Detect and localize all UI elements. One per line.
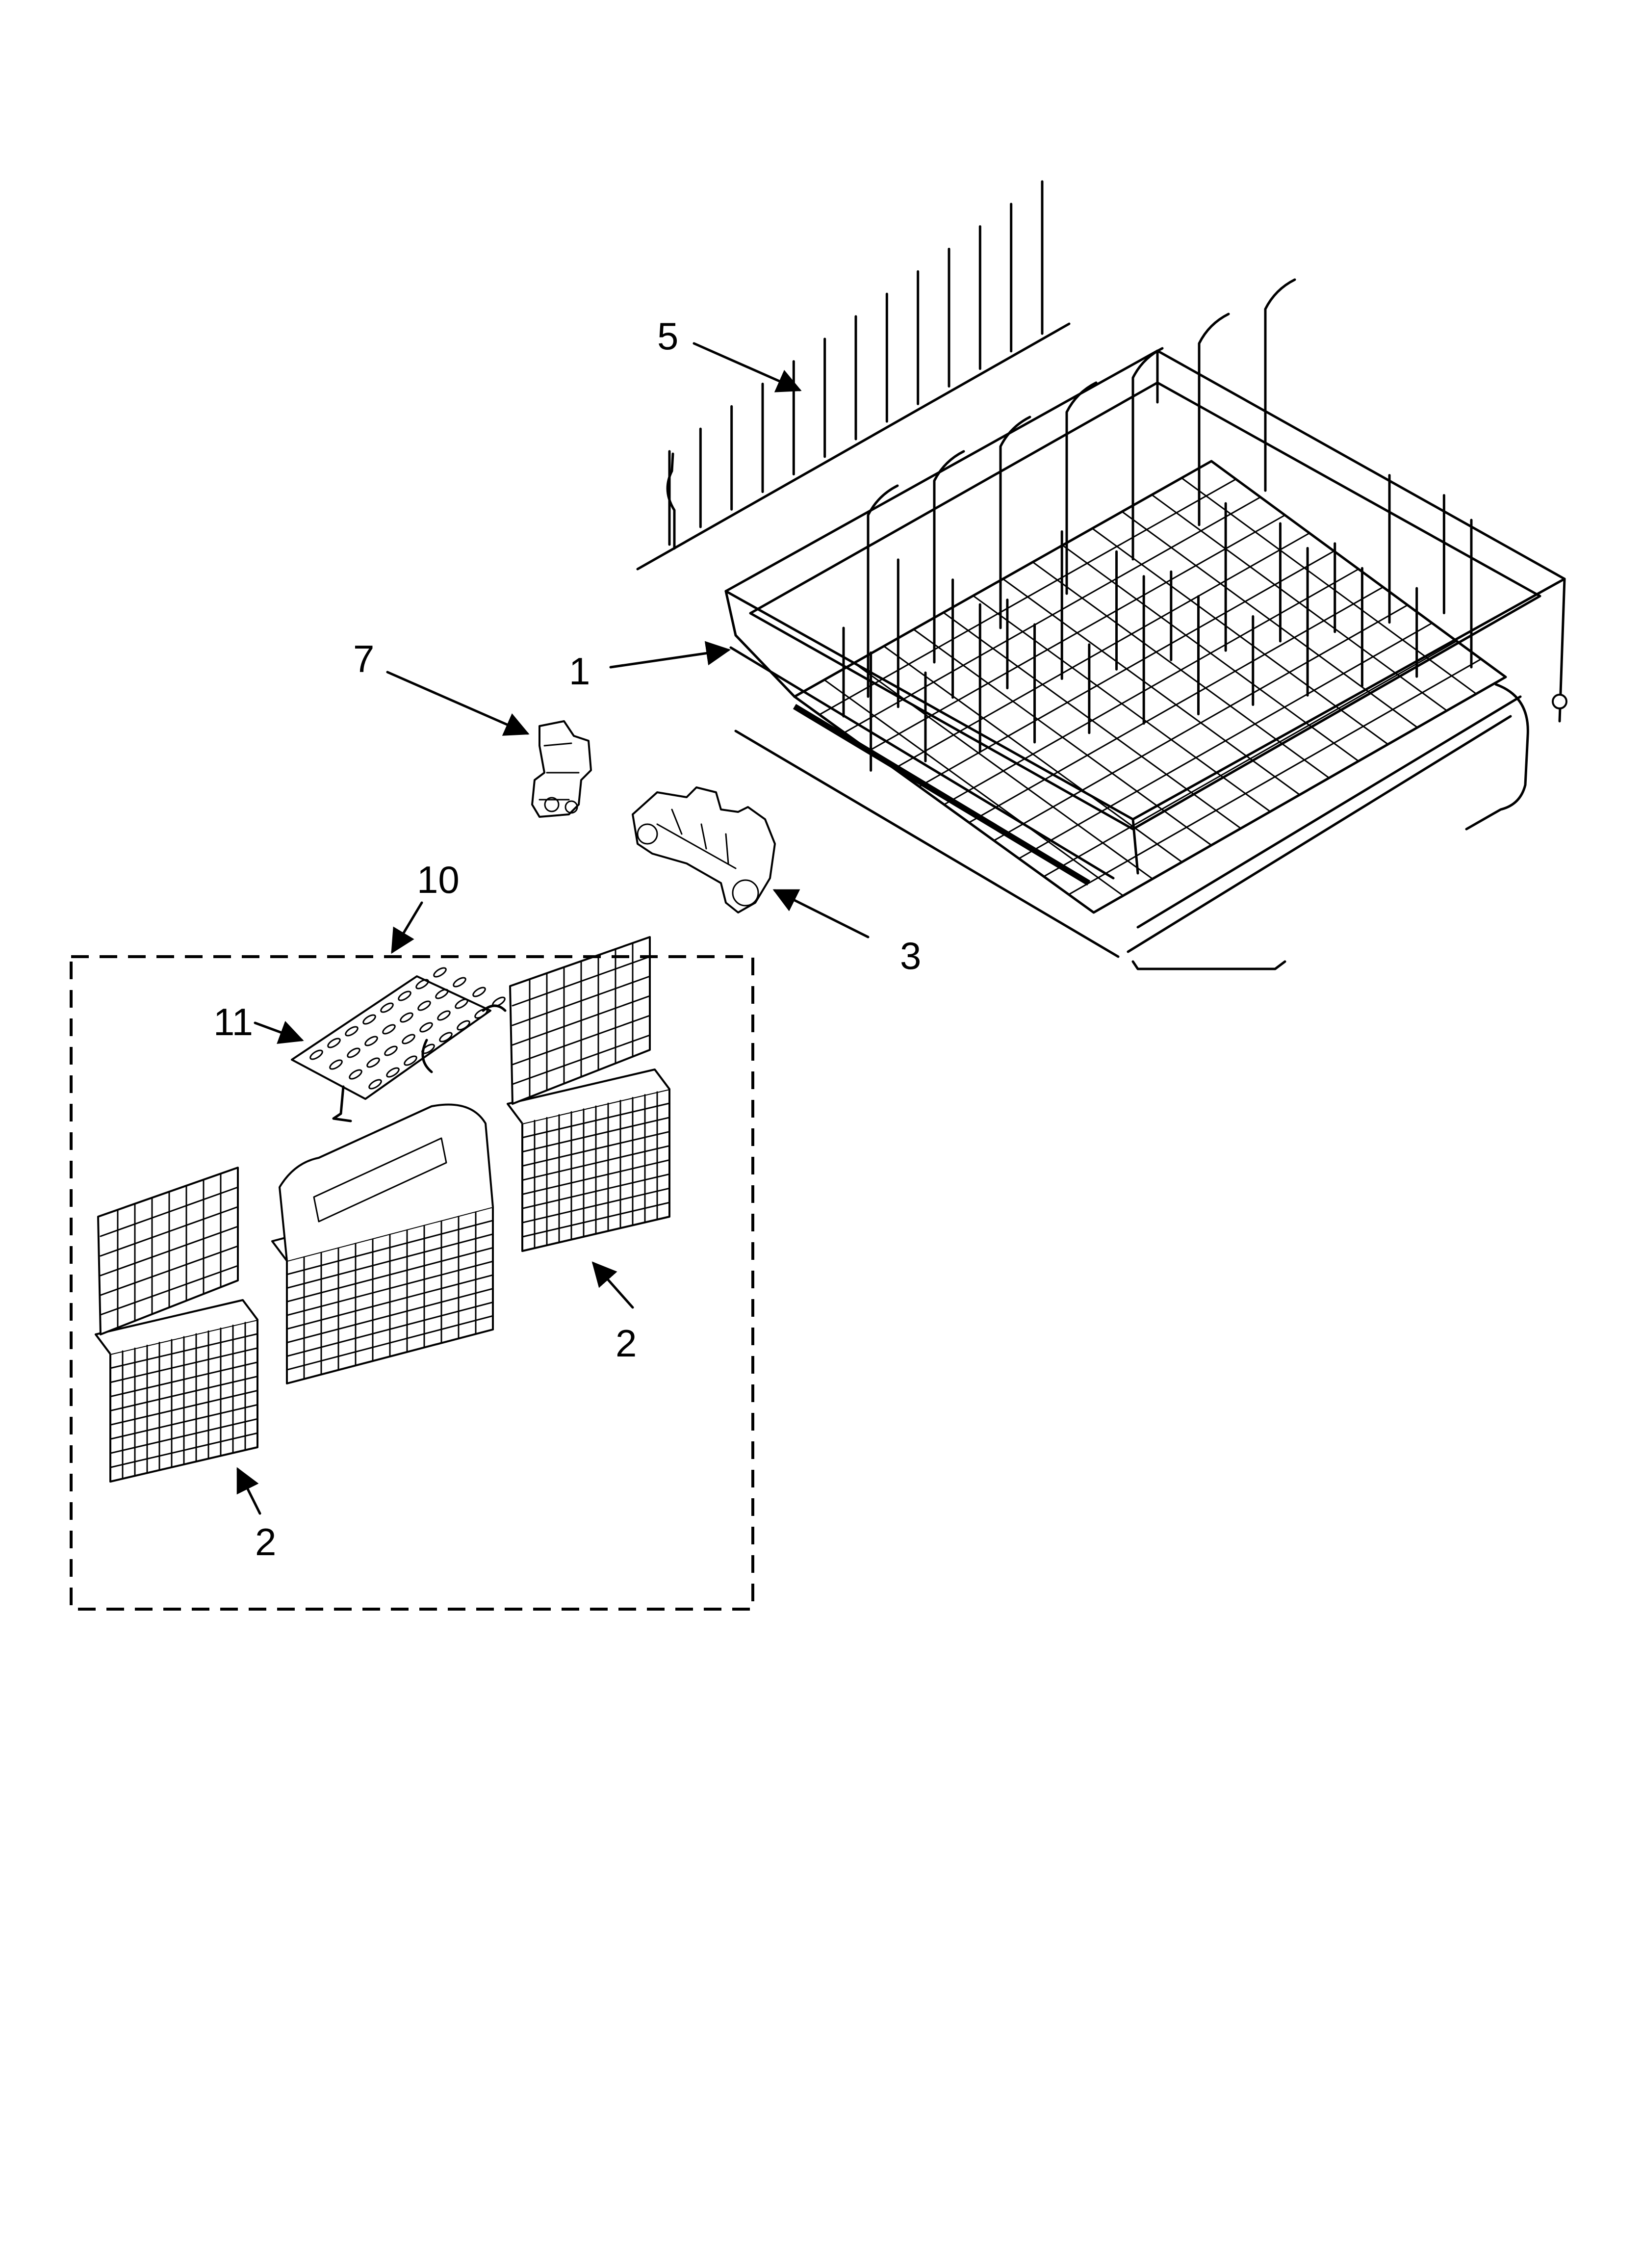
rack-wire — [794, 460, 1212, 698]
rack-bumper-icon — [531, 720, 592, 818]
silverware-basket-icon — [95, 936, 670, 1483]
cover-slots — [309, 967, 506, 1090]
rack-wire — [968, 586, 1384, 824]
cover-slot — [362, 1014, 376, 1025]
lid-wire — [512, 956, 651, 1007]
cover-slot — [384, 1045, 398, 1056]
cover-slot — [439, 1032, 453, 1043]
rack-wire — [1018, 622, 1433, 860]
cover-slot — [345, 1026, 359, 1037]
rack-divider — [1065, 381, 1098, 595]
rack-wire — [893, 532, 1310, 770]
basket-rim — [95, 1299, 258, 1355]
rack-wire — [943, 568, 1360, 806]
cover-slot — [386, 1067, 400, 1078]
basket-handle — [279, 1103, 494, 1261]
rack-divider — [867, 484, 899, 698]
tine-row-icon — [636, 180, 1071, 571]
callout-7: 7 — [353, 637, 374, 680]
cover-slot — [400, 1012, 413, 1023]
callout-2-right: 2 — [616, 1322, 637, 1365]
lid-wire — [100, 1206, 239, 1257]
lid-wire — [512, 1034, 651, 1085]
cover-slot — [404, 1055, 417, 1066]
handle-slot — [313, 1137, 447, 1223]
cover-slot — [437, 1010, 451, 1021]
cover-slot — [415, 979, 429, 990]
rack-divider — [933, 450, 965, 664]
basket-right — [507, 936, 670, 1252]
rack-wire — [1068, 658, 1482, 895]
rack-wire — [993, 604, 1409, 841]
cover-slot — [347, 1047, 360, 1058]
lid-wire — [100, 1186, 239, 1237]
lid-wire — [100, 1265, 239, 1316]
lid-wire — [512, 975, 651, 1026]
kit-boundary — [70, 955, 754, 1611]
lower-rack-icon — [724, 278, 1567, 970]
cover-slot — [398, 991, 411, 1001]
cover-slot — [453, 977, 466, 988]
cover-slot — [417, 1000, 431, 1011]
wheel-assembly-icon — [632, 786, 776, 913]
cover-slot — [380, 1002, 394, 1013]
cover-slot — [329, 1059, 343, 1070]
lid-wire — [512, 995, 651, 1046]
cover-slot — [366, 1057, 380, 1068]
cover-slot — [309, 1049, 323, 1060]
callout-11: 11 — [213, 1000, 253, 1043]
rack-wire-grid — [794, 278, 1507, 913]
callout-3: 3 — [900, 934, 921, 977]
callout-1: 1 — [569, 650, 590, 693]
callout-2-left: 2 — [255, 1520, 276, 1564]
rack-divider — [1198, 313, 1230, 526]
rack-wire — [1043, 640, 1458, 878]
cover-slot — [472, 987, 486, 997]
rack-wire — [918, 550, 1335, 787]
cover-slot — [455, 998, 468, 1009]
rack-divider — [1131, 347, 1164, 561]
rack-wire — [869, 514, 1286, 752]
cover-slot — [349, 1069, 362, 1080]
cover-slot — [457, 1020, 470, 1031]
rack-wire — [1093, 676, 1507, 913]
tine-group — [668, 180, 1044, 546]
cover-slot — [368, 1079, 382, 1090]
leader-lines — [236, 342, 870, 1515]
rack-wire — [844, 496, 1261, 733]
basket-rim — [507, 1069, 670, 1124]
rack-wire — [819, 478, 1237, 716]
cover-slot — [433, 967, 447, 978]
rack-divider — [1264, 278, 1296, 492]
cover-slot — [402, 1034, 415, 1044]
basket-left — [95, 1167, 258, 1483]
callout-10: 10 — [417, 858, 460, 901]
lid-wire — [100, 1225, 239, 1277]
lid-wire — [100, 1245, 239, 1296]
rack-divider — [999, 416, 1031, 629]
cover-slot — [474, 1008, 488, 1019]
cover-slot — [435, 989, 449, 999]
callout-5: 5 — [657, 314, 678, 358]
cover-slot — [327, 1038, 341, 1048]
cover-slot — [382, 1024, 396, 1035]
cover-slot — [419, 1022, 433, 1033]
lid-wire — [512, 1015, 651, 1066]
basket-cover-icon — [291, 967, 507, 1122]
cover-slot — [364, 1036, 378, 1046]
